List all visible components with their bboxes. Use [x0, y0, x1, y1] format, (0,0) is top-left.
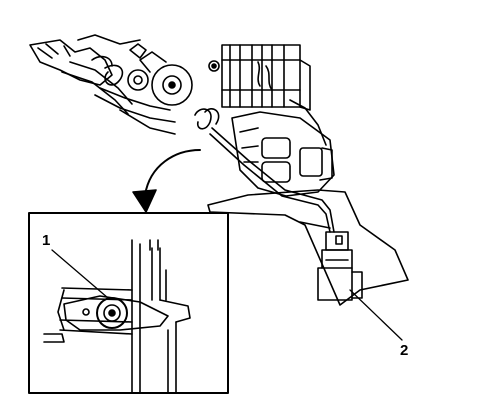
mounting-plate: [207, 189, 409, 306]
leader-line-1: [51, 249, 109, 299]
callout-2: 2: [400, 342, 409, 359]
detail-arrow: [132, 149, 201, 213]
sensor-bolt: [96, 297, 128, 329]
sensor-connector: [317, 231, 363, 301]
detail-inset-content: [43, 239, 191, 393]
callout-1: 1: [42, 232, 51, 249]
control-module: [208, 44, 311, 111]
sensor-wire: [209, 99, 335, 233]
engine-assembly: [29, 34, 220, 135]
valve-housing: [231, 111, 335, 197]
detail-inset-frame: [28, 212, 229, 394]
leader-line-2: [349, 289, 403, 341]
